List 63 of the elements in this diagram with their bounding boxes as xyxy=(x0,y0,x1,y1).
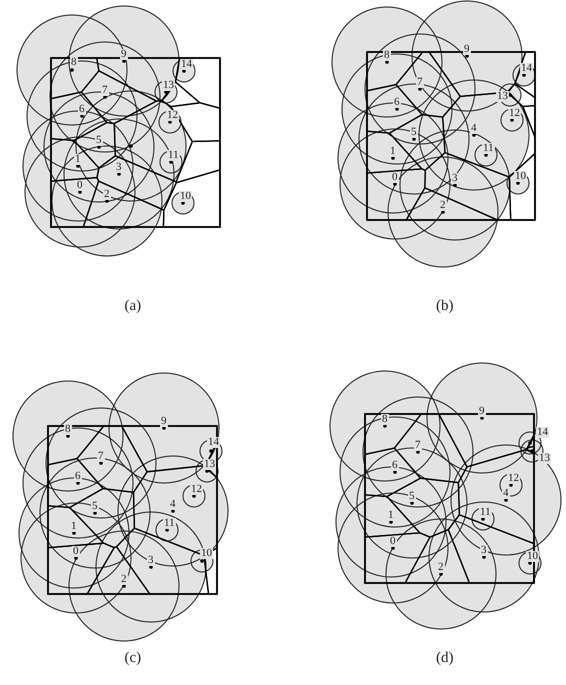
point-label: 7 xyxy=(414,440,422,451)
point-label: 5 xyxy=(410,127,418,138)
point-label: 6 xyxy=(391,460,398,471)
point-label: 5 xyxy=(91,501,98,512)
point-label: 4 xyxy=(470,123,478,134)
point-label: 12 xyxy=(190,484,203,495)
point-label: 0 xyxy=(72,546,80,557)
point-label: 9 xyxy=(478,406,486,417)
point-label: 3 xyxy=(480,545,488,556)
point-label: 10 xyxy=(514,171,527,182)
point-label: 9 xyxy=(160,416,168,427)
point-label: 1 xyxy=(70,521,78,532)
point-label: 11 xyxy=(479,507,492,518)
point-label: 3 xyxy=(147,555,154,566)
point-label: 3 xyxy=(451,173,458,184)
panel-caption: (a) xyxy=(124,298,142,314)
point-label: 11 xyxy=(482,143,495,154)
point-label: 1 xyxy=(74,154,82,165)
point-label: 8 xyxy=(381,414,388,425)
point-label: 13 xyxy=(162,80,175,91)
point-label: 6 xyxy=(393,97,400,108)
point-label: 10 xyxy=(200,548,213,559)
point-label: 14 xyxy=(536,427,549,438)
point-label: 14 xyxy=(520,63,533,74)
point-label: 10 xyxy=(526,551,539,562)
point-label: 13 xyxy=(203,459,216,470)
point-label: 0 xyxy=(391,172,398,183)
point-label: 13 xyxy=(538,453,551,464)
point-label: 5 xyxy=(408,491,416,502)
point-label: 8 xyxy=(70,57,78,68)
point-label: 7 xyxy=(101,85,108,96)
point-label: 14 xyxy=(207,437,220,448)
point-label: 7 xyxy=(416,77,424,88)
point-label: 11 xyxy=(163,518,176,529)
point-label: 6 xyxy=(78,104,86,115)
point-label: 9 xyxy=(463,44,470,55)
point-label: 2 xyxy=(437,562,444,573)
point-label: 0 xyxy=(76,180,84,191)
point-label: 9 xyxy=(120,49,128,60)
point-label: 14 xyxy=(180,59,193,70)
point-label: 4 xyxy=(169,499,176,510)
point-label: 1 xyxy=(389,146,396,157)
panel-caption: (c) xyxy=(124,650,142,666)
point-label: 8 xyxy=(383,50,390,61)
point-label: 3 xyxy=(115,162,122,173)
point-label: 1 xyxy=(387,510,394,521)
point-label: 12 xyxy=(507,473,520,484)
point-label: 0 xyxy=(389,536,396,547)
point-label: 2 xyxy=(103,189,110,200)
panel-caption: (d) xyxy=(436,650,454,666)
point-label: 2 xyxy=(439,200,446,211)
point-label: 2 xyxy=(120,574,128,585)
panel-caption: (b) xyxy=(436,298,454,314)
point-label: 7 xyxy=(97,451,104,462)
point-label: 13 xyxy=(496,91,509,102)
point-label: 10 xyxy=(179,191,192,202)
point-label: 4 xyxy=(502,488,510,499)
point-label: 8 xyxy=(64,424,72,435)
point-label: 6 xyxy=(74,471,82,482)
point-label: 5 xyxy=(95,135,102,146)
point-label: 12 xyxy=(508,108,521,119)
point-label: 12 xyxy=(166,110,179,121)
point-label: 11 xyxy=(167,150,180,161)
